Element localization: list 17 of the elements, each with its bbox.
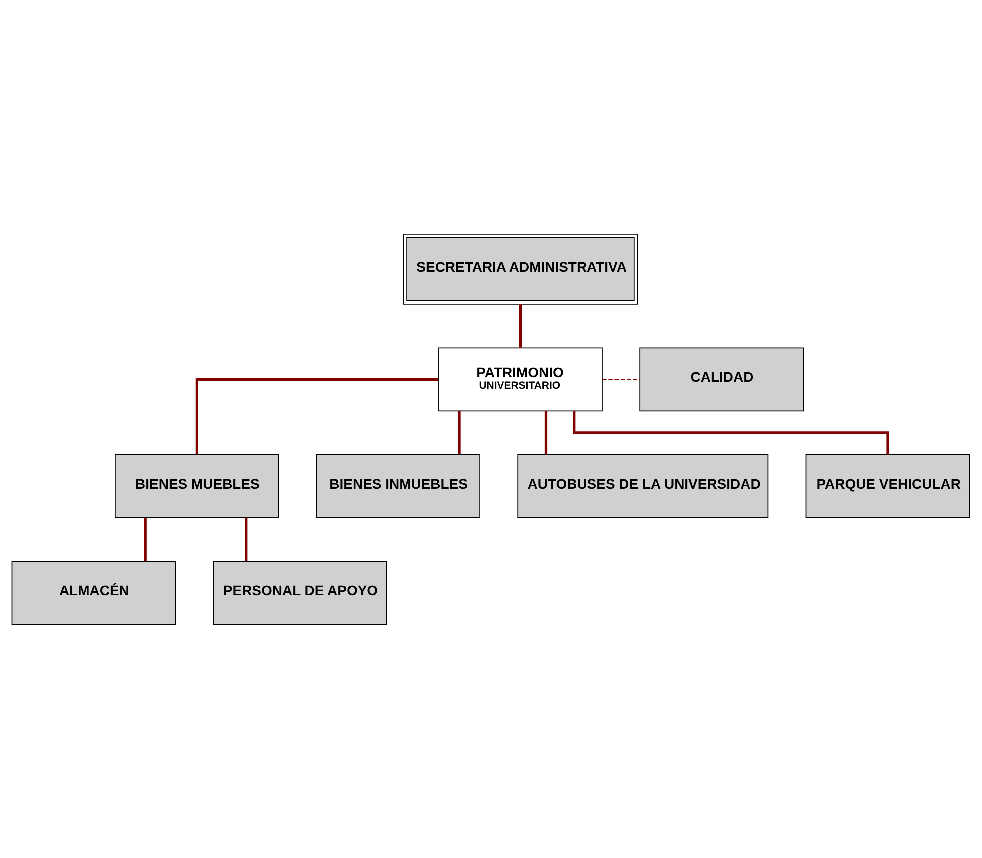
- node-box: AUTOBUSES DE LA UNIVERSIDAD: [518, 454, 769, 518]
- node-box: BIENES INMUEBLES: [316, 454, 480, 518]
- connector: [519, 304, 522, 348]
- node-box: CALIDAD: [640, 347, 804, 412]
- connector: [573, 410, 890, 454]
- node-box: SECRETARIA ADMINISTRATIVA: [403, 234, 638, 304]
- node-box: PERSONAL DE APOYO: [213, 560, 388, 624]
- connector: [458, 410, 461, 454]
- node-box: PATRIMONIO UNIVERSITARIO: [438, 347, 603, 412]
- node-box: BIENES MUEBLES: [114, 454, 280, 518]
- connector: [196, 378, 439, 454]
- node-box: ALMACÉN: [12, 560, 176, 624]
- connector: [245, 518, 248, 561]
- node-box: PARQUE VEHICULAR: [806, 454, 970, 518]
- connector: [144, 518, 147, 561]
- connector: [602, 378, 640, 380]
- connector: [544, 410, 548, 454]
